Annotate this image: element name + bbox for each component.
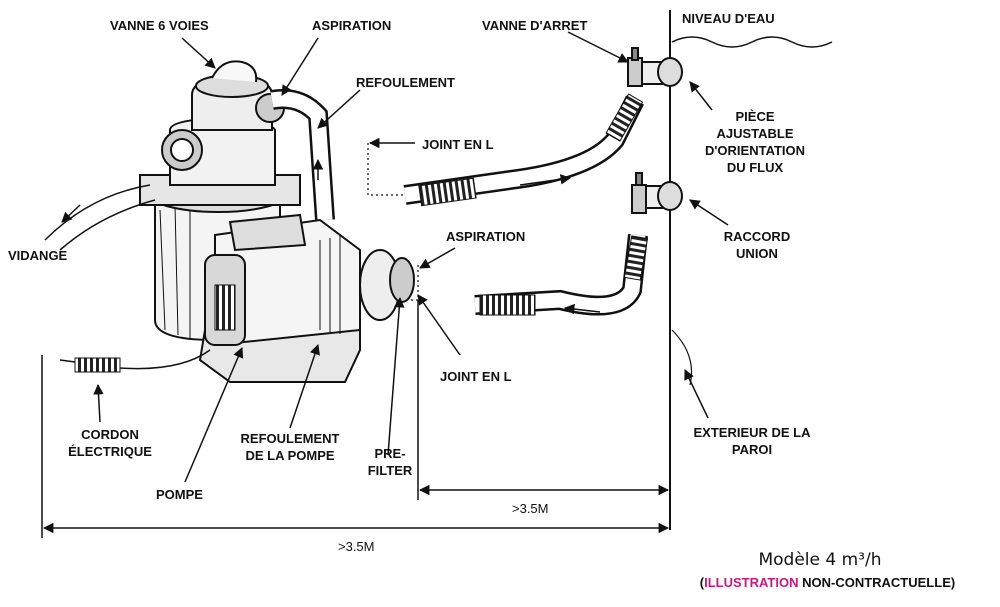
exterieur-line1: EXTERIEUR DE LA <box>693 425 811 440</box>
refoulement-pompe-line1: REFOULEMENT <box>240 431 340 446</box>
model-caption: Modèle 4 m³/h <box>758 550 882 570</box>
dimension-lines <box>41 300 670 538</box>
label-distance-short: >3.5M <box>512 501 549 516</box>
disclaimer-note: (ILLUSTRATION NON-CONTRACTUELLE) <box>660 575 995 590</box>
power-cord <box>59 349 211 373</box>
label-vidange: VIDANGE <box>8 248 68 263</box>
leader-arrows <box>93 31 729 483</box>
label-pompe: POMPE <box>156 487 203 502</box>
label-raccord-union: RACCORD UNION <box>712 228 802 262</box>
lower-wall-fitting <box>631 172 683 214</box>
cordon-line1: CORDON <box>81 427 139 442</box>
drain-flow <box>44 184 156 251</box>
return-hose <box>270 89 335 221</box>
exterieur-line2: PAROI <box>731 442 773 457</box>
refoulement-pompe-line2: DE LA POMPE <box>245 448 335 463</box>
label-prefilter: PRE- FILTER <box>360 445 420 479</box>
label-distance-long: >3.5M <box>338 539 375 554</box>
prefilter-line1: PRE- <box>374 446 406 461</box>
pump-body <box>198 213 415 383</box>
label-refoulement-pompe: REFOULEMENT DE LA POMPE <box>225 430 355 464</box>
label-joint-en-l-bottom: JOINT EN L <box>440 369 512 384</box>
label-vanne-6-voies: VANNE 6 VOIES <box>110 18 209 33</box>
piece-line2: AJUSTABLE <box>716 126 794 141</box>
label-refoulement: REFOULEMENT <box>356 75 455 90</box>
lower-hose-from-wall <box>474 233 649 316</box>
label-exterieur-paroi: EXTERIEUR DE LA PAROI <box>672 424 832 458</box>
note-rest: NON-CONTRACTUELLE) <box>798 575 956 590</box>
label-niveau-eau: NIVEAU D'EAU <box>682 11 775 26</box>
multiport-valve <box>191 60 285 131</box>
label-aspiration-top: ASPIRATION <box>312 18 392 33</box>
label-cordon-electrique: CORDON ÉLECTRIQUE <box>60 426 160 460</box>
piece-line3: D'ORIENTATION <box>704 143 806 158</box>
water-level-line <box>671 36 833 48</box>
raccord-line2: UNION <box>736 246 778 261</box>
upper-wall-fitting <box>627 47 683 87</box>
label-joint-en-l-top: JOINT EN L <box>422 137 494 152</box>
note-open: ( <box>699 575 705 590</box>
label-vanne-arret: VANNE D'ARRET <box>482 18 588 33</box>
prefilter-line2: FILTER <box>367 463 413 478</box>
upper-hose-to-wall <box>403 93 644 207</box>
piece-line1: PIÈCE <box>735 109 775 124</box>
label-aspiration-mid: ASPIRATION <box>446 229 526 244</box>
note-highlight: ILLUSTRATION <box>704 575 799 590</box>
label-piece-ajustable: PIÈCE AJUSTABLE D'ORIENTATION DU FLUX <box>695 108 815 176</box>
raccord-line1: RACCORD <box>723 229 791 244</box>
cordon-line2: ÉLECTRIQUE <box>68 444 152 459</box>
piece-line4: DU FLUX <box>726 160 784 175</box>
